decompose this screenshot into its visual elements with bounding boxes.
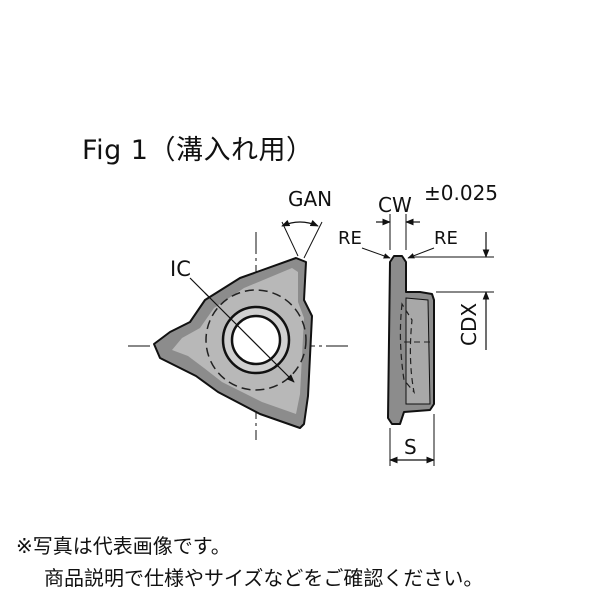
s-label: S [404, 435, 417, 459]
gan-angle-arc [281, 219, 319, 227]
side-hidden-hole [399, 302, 416, 395]
gan-label: GAN [288, 187, 332, 211]
insert-hole-inner [230, 314, 282, 366]
re-left-leader [361, 247, 391, 259]
photo-note: ※写真は代表画像です。 [16, 534, 231, 558]
gan-extension-line [303, 221, 323, 259]
ic-circle [205, 289, 307, 391]
ic-leader-line [189, 277, 211, 299]
cw-label: CW [378, 193, 412, 217]
re-right-leader [407, 247, 435, 259]
ic-dimension-line [204, 292, 295, 383]
spec-note: 商品説明で仕様やサイズなどをご確認ください。 [44, 566, 484, 590]
figure-title: Fig 1（溝入れ用） [82, 135, 314, 166]
side-view: CW ±0.025 RE RE CDX S [338, 181, 498, 466]
top-view: IC GAN [128, 187, 352, 440]
side-face [405, 297, 431, 405]
gan-reference-line [281, 221, 299, 257]
re-left-label: RE [338, 228, 362, 249]
cw-tolerance: ±0.025 [424, 181, 498, 205]
ic-label: IC [170, 257, 191, 281]
re-right-label: RE [434, 228, 458, 249]
cdx-label: CDX [457, 303, 481, 346]
